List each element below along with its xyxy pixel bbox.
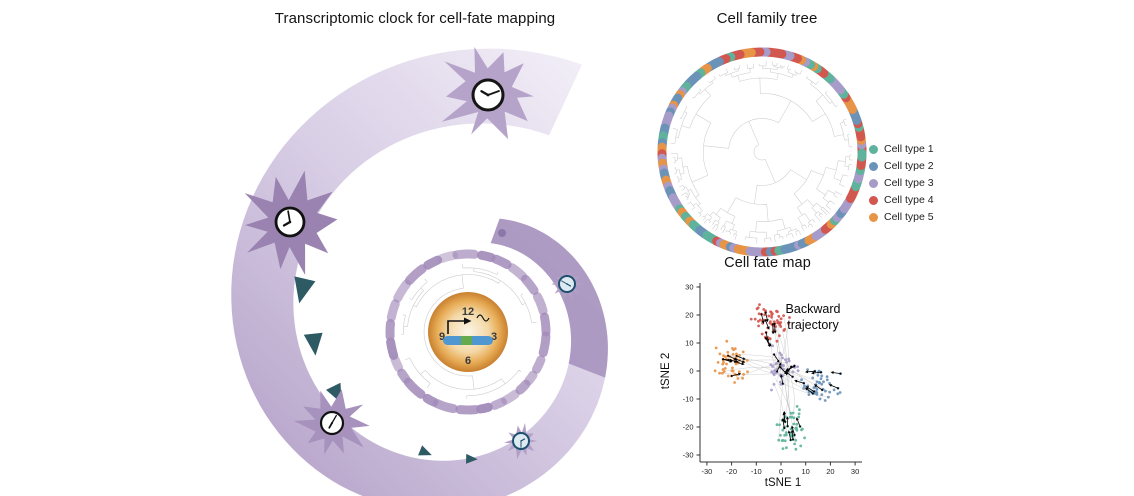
- transcription-clock: 12 3 6 9: [428, 292, 508, 372]
- svg-text:-20: -20: [726, 467, 737, 476]
- svg-text:0: 0: [779, 467, 783, 476]
- legend-swatch: [869, 144, 878, 154]
- svg-text:10: 10: [802, 467, 810, 476]
- svg-text:-20: -20: [683, 423, 694, 432]
- family-tree-branches: [670, 60, 853, 244]
- svg-text:20: 20: [826, 467, 834, 476]
- generated-artwork: -30 -20 -10 0 10 20 30 30 20 10 0 -10 -20 -30: [231, 47, 867, 496]
- legend-swatch: [869, 161, 878, 171]
- inner-lineage-tree: [401, 264, 537, 399]
- left-panel-title: Transcriptomic clock for cell-fate mappi…: [274, 10, 556, 27]
- clock-number-12: 12: [462, 306, 474, 318]
- legend-swatch: [869, 195, 878, 205]
- svg-text:10: 10: [685, 339, 693, 348]
- svg-text:-30: -30: [683, 451, 694, 460]
- legend-item: Cell type 2: [869, 160, 934, 172]
- fate-spiral: [231, 48, 608, 496]
- cell-type-ring: [657, 47, 867, 257]
- promoter-arrow: [447, 320, 464, 334]
- promoter-arrowhead: [464, 317, 472, 325]
- x-axis-label: tSNE 1: [764, 477, 802, 489]
- clock-number-6: 6: [465, 355, 471, 367]
- clock-cells: [244, 47, 583, 460]
- svg-text:0: 0: [689, 367, 693, 376]
- svg-text:-10: -10: [683, 395, 694, 404]
- svg-text:20: 20: [685, 311, 693, 320]
- legend-label: Cell type 3: [884, 177, 934, 189]
- gene-bar-exon: [461, 336, 472, 345]
- backward-trajectory-annotation: Backward trajectory: [785, 302, 841, 333]
- legend-swatch: [869, 178, 878, 188]
- svg-text:-10: -10: [751, 467, 762, 476]
- legend-item: Cell type 1: [869, 143, 934, 155]
- y-axis-label: tSNE 2: [660, 352, 672, 390]
- svg-text:30: 30: [851, 467, 859, 476]
- legend-label: Cell type 5: [884, 211, 934, 223]
- legend-item: Cell type 3: [869, 177, 934, 189]
- svg-text:-30: -30: [701, 467, 712, 476]
- legend-item: Cell type 5: [869, 211, 934, 223]
- tsne-axes: -30 -20 -10 0 10 20 30 30 20 10 0 -10 -20 -30: [683, 283, 862, 476]
- legend-item: Cell type 4: [869, 194, 934, 206]
- direction-triangles: [294, 276, 478, 464]
- family-tree-title: Cell family tree: [716, 10, 818, 27]
- legend-swatch: [869, 212, 878, 222]
- legend-label: Cell type 2: [884, 160, 934, 172]
- fate-map-title: Cell fate map: [724, 255, 811, 271]
- legend-label: Cell type 1: [884, 143, 934, 155]
- cell-type-legend: Cell type 1 Cell type 2 Cell type 3 Cell…: [869, 143, 934, 228]
- clock-number-3: 3: [491, 331, 497, 343]
- dashed-barcode-ring: [385, 229, 551, 415]
- tsne-backward-arrows: [722, 311, 842, 441]
- clock-number-9: 9: [439, 331, 445, 343]
- clock-face: [428, 292, 508, 372]
- legend-label: Cell type 4: [884, 194, 934, 206]
- nascent-rna-squiggle: [476, 314, 490, 322]
- svg-text:30: 30: [685, 283, 693, 292]
